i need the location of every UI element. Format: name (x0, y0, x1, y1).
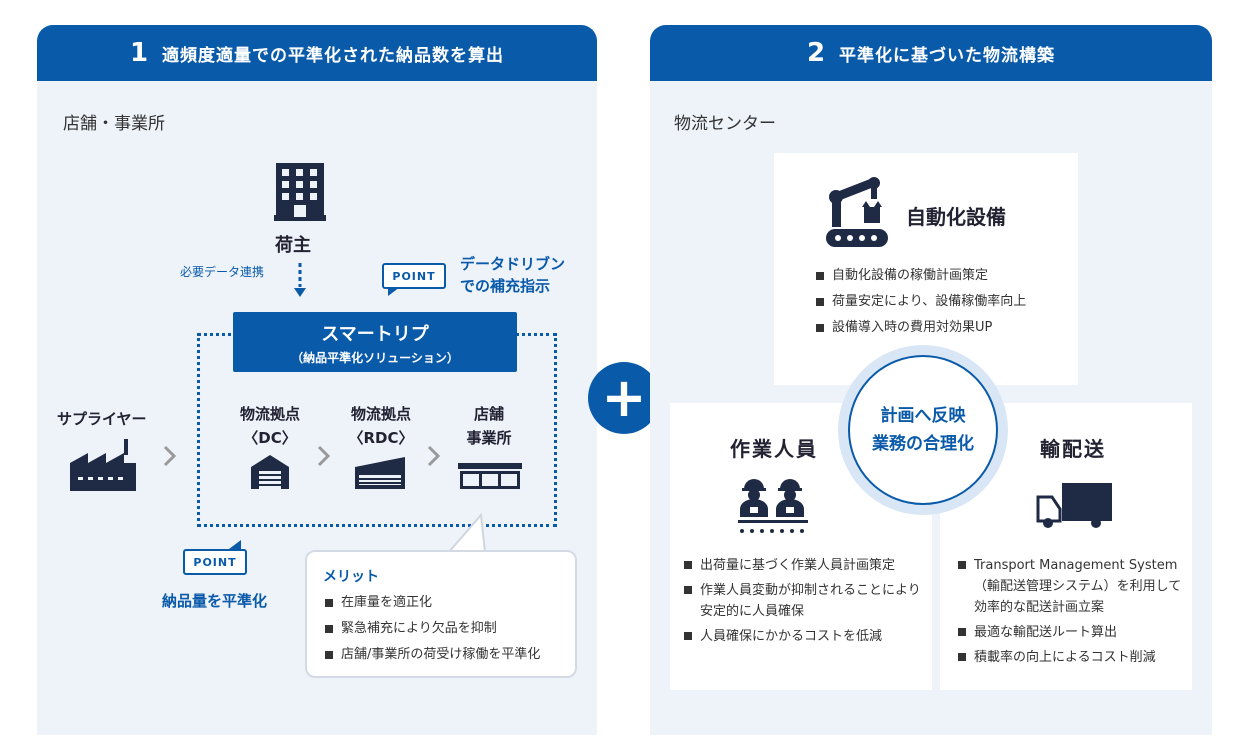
point-badge-tail-icon-2 (229, 540, 241, 549)
store-section-label: 店舗・事業所 (63, 114, 165, 134)
center-circle-line1: 計画へ反映 (880, 406, 966, 426)
merit-bubble-tail-icon (447, 513, 487, 553)
chevron-right-icon-2 (317, 445, 331, 467)
point-badge-top: POINT (382, 263, 446, 289)
node-rdc-line2: 〈RDC〉 (348, 429, 414, 447)
factory-icon (70, 439, 136, 491)
point-badge-tail-icon (388, 287, 400, 296)
chevron-right-icon-3 (427, 445, 441, 467)
point-top-text: データドリブン での補充指示 (460, 253, 565, 297)
node-store-line1: 店舗 (473, 405, 504, 423)
shipper-label: 荷主 (275, 235, 311, 256)
list-item: Transport Management System（輸配送管理システム）を利… (958, 555, 1184, 618)
smartrip-header: スマートリプ （納品平準化ソリューション） (233, 312, 517, 372)
list-item: 緊急補充により欠品を抑制 (325, 616, 540, 642)
automation-list: 自動化設備の稼働計画策定 荷量安定により、設備稼働率向上 設備導入時の費用対効果… (816, 263, 1026, 341)
node-dc-label: 物流拠点 〈DC〉 (227, 402, 313, 450)
point-top-text-line2: での補充指示 (460, 277, 551, 295)
store-icon (458, 463, 522, 489)
dashed-down-arrow-icon (294, 263, 306, 297)
list-item: 店舗/事業所の荷受け稼働を平準化 (325, 642, 540, 668)
left-panel-title: 適頻度適量での平準化された納品数を算出 (162, 45, 505, 66)
left-panel-number: 1 (129, 38, 149, 68)
list-item: 人員確保にかかるコストを低減 (684, 626, 924, 647)
data-link-label: 必要データ連携 (180, 265, 265, 279)
point-top-text-line1: データドリブン (460, 255, 566, 273)
logistics-center-label: 物流センター (674, 114, 776, 134)
list-item: 設備導入時の費用対効果UP (816, 315, 1026, 341)
warehouse-rdc-icon (355, 457, 405, 489)
robot-arm-icon (826, 177, 888, 247)
center-circle-line2: 業務の合理化 (872, 434, 974, 454)
merit-title: メリット (323, 569, 379, 585)
node-store-label: 店舗 事業所 (447, 402, 531, 450)
warehouse-dc-icon (251, 455, 289, 489)
right-panel-title: 平準化に基づいた物流構築 (839, 45, 1056, 66)
merit-box: メリット 在庫量を適正化 緊急補充により欠品を抑制 店舗/事業所の荷受け稼働を平… (305, 550, 577, 678)
merit-list: 在庫量を適正化 緊急補充により欠品を抑制 店舗/事業所の荷受け稼働を平準化 (325, 590, 540, 668)
list-item: 在庫量を適正化 (325, 590, 540, 616)
workers-icon (738, 479, 808, 533)
workers-list: 出荷量に基づく作業人員計画策定 作業人員変動が抑制されることにより安定的に人員確… (684, 555, 924, 651)
node-store-line2: 事業所 (466, 429, 512, 447)
point-badge-bottom: POINT (183, 549, 247, 575)
left-panel: 1 適頻度適量での平準化された納品数を算出 店舗・事業所 荷主 必要データ連携 … (37, 25, 597, 735)
center-circle: 計画へ反映 業務の合理化 (848, 355, 998, 505)
left-panel-header: 1 適頻度適量での平準化された納品数を算出 (37, 25, 597, 81)
node-dc-line1: 物流拠点 (239, 405, 300, 423)
point-bottom-text: 納品量を平準化 (162, 592, 268, 610)
list-item: 最適な輸配送ルート算出 (958, 622, 1184, 643)
node-rdc-line1: 物流拠点 (350, 405, 411, 423)
delivery-title: 輸配送 (1040, 437, 1106, 461)
smartrip-title: スマートリプ (321, 324, 429, 345)
list-item: 作業人員変動が抑制されることにより安定的に人員確保 (684, 580, 924, 622)
list-item: 自動化設備の稼働計画策定 (816, 263, 1026, 289)
truck-icon (1036, 483, 1112, 528)
node-rdc-label: 物流拠点 〈RDC〉 (334, 402, 428, 450)
right-panel: 2 平準化に基づいた物流構築 物流センター 自動化設備 自動化設備の稼働計画策定… (650, 25, 1212, 735)
building-icon (274, 163, 326, 221)
workers-title: 作業人員 (730, 437, 818, 461)
right-panel-number: 2 (806, 38, 826, 68)
supplier-label: サプライヤー (57, 410, 147, 428)
automation-title: 自動化設備 (906, 205, 1006, 229)
list-item: 荷量安定により、設備稼働率向上 (816, 289, 1026, 315)
delivery-list: Transport Management System（輸配送管理システム）を利… (958, 555, 1184, 672)
chevron-right-icon (163, 445, 177, 467)
list-item: 出荷量に基づく作業人員計画策定 (684, 555, 924, 576)
smartrip-subtitle: （納品平準化ソリューション） (291, 351, 459, 365)
right-panel-header: 2 平準化に基づいた物流構築 (650, 25, 1212, 81)
plus-icon: + (588, 362, 660, 434)
node-dc-line2: 〈DC〉 (243, 429, 297, 447)
list-item: 積載率の向上によるコスト削減 (958, 647, 1184, 668)
